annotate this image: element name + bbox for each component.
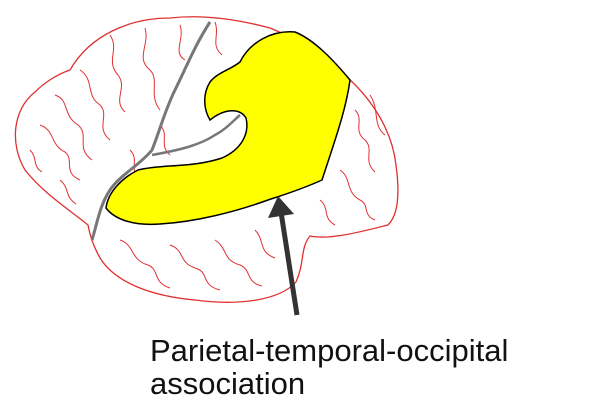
region-label-line-1: Parietal-temporal-occipital [150,334,508,368]
pointer-arrow-shaft [281,212,297,315]
brain-outline [15,17,398,303]
region-label-line-2: association [150,367,305,401]
parietal-temporal-occipital-region [106,32,350,225]
